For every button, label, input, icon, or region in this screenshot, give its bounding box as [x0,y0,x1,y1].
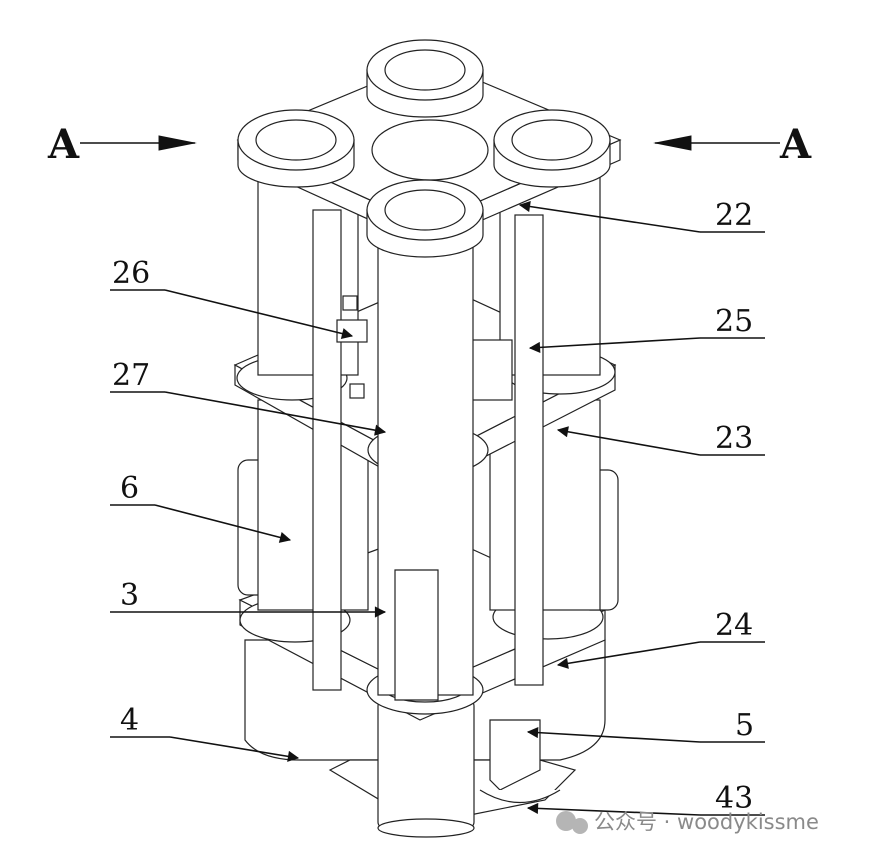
label-6: 6 [120,471,139,506]
section-arrow-right: A [653,121,812,168]
label-4: 4 [120,703,139,738]
leader-lines [110,200,765,816]
rail-left [312,209,342,691]
label-27: 27 [112,358,150,393]
window-3 [394,569,439,701]
rail-right [514,214,544,686]
block-26 [336,319,368,343]
device-assembly [233,39,622,838]
label-26: 26 [112,256,150,291]
label-24: 24 [715,608,753,643]
label-22: 22 [715,198,753,233]
section-label-left: A [47,121,80,168]
section-arrow-left: A [47,121,197,168]
part-labels: 22 26 25 27 23 6 3 24 4 5 43 [112,198,754,816]
label-25: 25 [715,304,753,339]
block-25 [471,339,513,401]
label-3: 3 [120,578,139,613]
block-small-upper [342,295,358,311]
label-43: 43 [715,781,753,816]
section-label-right: A [779,121,812,168]
label-5: 5 [735,708,754,743]
wechat-icon [556,811,576,831]
watermark-text: 公众号 · woodykissme [594,810,819,834]
watermark: 公众号 · woodykissme [556,810,819,834]
block-small-lower [349,383,365,399]
label-23: 23 [715,421,753,456]
top-caps [237,39,611,258]
